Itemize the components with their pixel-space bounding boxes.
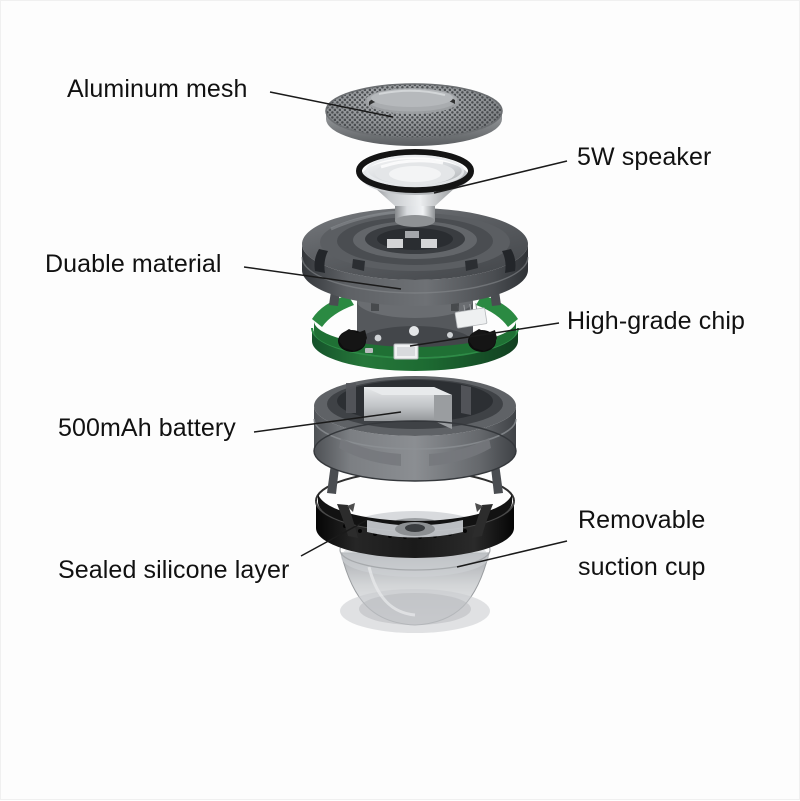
callout-label-suction-line-1: Removable — [578, 506, 706, 534]
callout-label-high-grade-chip: High-grade chip — [567, 307, 745, 335]
callout-label-speaker: 5W speaker — [577, 143, 712, 171]
callout-label-sealed-silicone-layer: Sealed silicone layer — [58, 556, 290, 584]
callout-label-durable-material: Duable material — [45, 250, 222, 278]
leader-line-speaker — [433, 160, 568, 194]
callout-label-aluminum-mesh: Aluminum mesh — [67, 75, 248, 103]
leader-line-battery — [253, 411, 402, 433]
battery-housing-part — [313, 376, 517, 494]
speaker-driver-part — [356, 149, 474, 227]
leader-lines — [243, 91, 568, 568]
sealed-silicone-layer-part — [315, 470, 515, 558]
callout-label-suction-line-2: suction cup — [578, 553, 706, 581]
leader-line-durable — [243, 266, 402, 290]
callout-label-battery: 500mAh battery — [58, 414, 236, 442]
leader-line-chip — [409, 322, 560, 347]
leader-line-aluminum-mesh — [269, 91, 394, 118]
callout-label-removable-suction-cup: Removable suction cup — [578, 497, 758, 591]
durable-housing-part — [301, 208, 529, 311]
aluminum-mesh-part — [325, 83, 503, 146]
leader-line-silicone — [300, 519, 368, 557]
leader-line-suction — [456, 540, 568, 568]
